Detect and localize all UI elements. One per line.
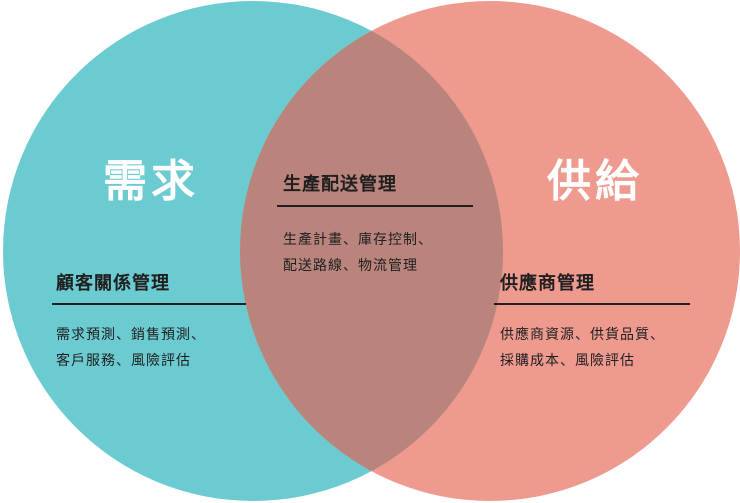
supply-divider [494, 303, 690, 305]
supply-items-line-1: 供應商資源、供貨品質、 [500, 327, 665, 343]
demand-title: 需求 [103, 156, 199, 207]
demand-divider [52, 303, 246, 305]
supply-title: 供給 [547, 156, 643, 207]
overlap-items-line-1: 生產計畫、庫存控制、 [283, 232, 433, 248]
overlap-divider [277, 205, 473, 207]
supply-items-line-2: 採購成本、風險評估 [500, 353, 635, 369]
overlap-description: 生產計畫、庫存控制、 配送路線、物流管理 [283, 227, 433, 279]
overlap-region [240, 1, 503, 501]
supply-heading: 供應商管理 [500, 273, 595, 294]
demand-items-line-1: 需求預測、銷售預測、 [56, 327, 206, 343]
overlap-heading: 生產配送管理 [283, 174, 397, 195]
demand-description: 需求預測、銷售預測、 客戶服務、風險評估 [56, 322, 206, 374]
demand-items-line-2: 客戶服務、風險評估 [56, 353, 191, 369]
demand-heading: 顧客關係管理 [56, 273, 170, 294]
overlap-items-line-2: 配送路線、物流管理 [283, 258, 418, 274]
supply-description: 供應商資源、供貨品質、 採購成本、風險評估 [500, 322, 665, 374]
